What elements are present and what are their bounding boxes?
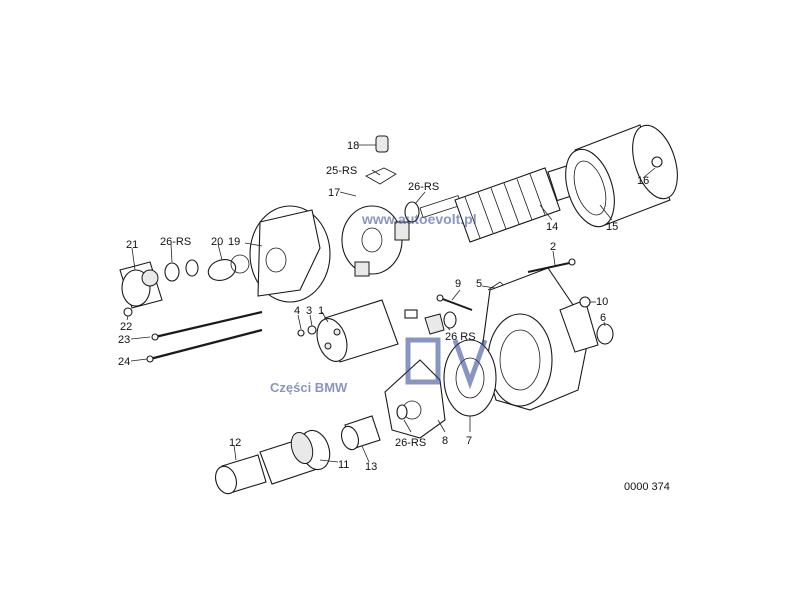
pinion-drive-11-part — [259, 429, 331, 485]
bushing-6-part — [596, 323, 614, 345]
label-16: 16 — [637, 175, 649, 187]
brush-plate-part — [341, 205, 410, 277]
label-1: 1 — [318, 305, 324, 317]
leader-lines — [126, 144, 656, 463]
bushing-12-part — [215, 454, 267, 495]
label-11: 11 — [338, 459, 349, 471]
label-6: 6 — [600, 312, 606, 324]
through-bolt-24-part — [146, 328, 263, 363]
washer-26-a-part — [404, 201, 420, 223]
label-4: 4 — [294, 305, 300, 317]
diagram-code: 0000 374 — [624, 481, 670, 493]
label-20: 20 — [211, 236, 223, 248]
label-5: 5 — [476, 278, 482, 290]
label-21: 21 — [126, 239, 138, 251]
label-26-rs-b: 26-RS — [160, 236, 191, 248]
label-22: 22 — [120, 321, 132, 333]
washer-26-d-part — [396, 404, 408, 420]
bolt-2-part — [527, 258, 576, 273]
label-8: 8 — [442, 435, 448, 447]
screw-22-part — [123, 307, 133, 317]
washer-26-b-part — [164, 259, 199, 282]
spring-25-part — [365, 167, 397, 185]
label-10: 10 — [596, 296, 608, 308]
label-14: 14 — [546, 221, 558, 233]
label-13: 13 — [365, 461, 377, 473]
label-17: 17 — [328, 187, 340, 199]
end-cover-21-part — [119, 261, 163, 309]
label-26-rs-c: 26 RS — [445, 331, 476, 343]
washer-4-part — [297, 329, 305, 337]
watermark-caption: Części BMW — [270, 380, 348, 395]
label-24: 24 — [118, 356, 130, 368]
sleeve-13-part — [340, 415, 381, 451]
pivot-bolt-9-part — [436, 294, 473, 311]
part-labels: 18 25-RS 17 26-RS 14 15 16 19 20 26-RS 2… — [118, 140, 649, 473]
label-19: 19 — [228, 236, 240, 248]
commutator-housing-part — [249, 205, 331, 303]
label-15: 15 — [606, 221, 618, 233]
label-23: 23 — [118, 334, 130, 346]
watermark-logo: www.autoevolt.pl Części BMW — [270, 211, 488, 395]
drive-housing-part — [481, 267, 599, 411]
label-12: 12 — [229, 437, 241, 449]
through-bolt-23-part — [151, 310, 263, 341]
label-25-rs: 25-RS — [326, 165, 357, 177]
nut-3-part — [307, 325, 317, 335]
label-9: 9 — [455, 278, 461, 290]
nut-10-part — [579, 296, 591, 308]
label-18: 18 — [347, 140, 359, 152]
brush-18-part — [375, 135, 389, 153]
screw-16-part — [651, 156, 663, 168]
label-7: 7 — [466, 435, 472, 447]
label-2: 2 — [550, 241, 556, 253]
washer-26-c-part — [424, 311, 457, 335]
label-3: 3 — [306, 305, 312, 317]
label-26-rs-d: 26-RS — [395, 437, 426, 449]
solenoid-part — [316, 299, 418, 363]
watermark-url: www.autoevolt.pl — [361, 211, 477, 227]
bushing-20-part — [207, 254, 250, 281]
pole-housing-part — [565, 124, 678, 228]
label-26-rs-a: 26-RS — [408, 181, 439, 193]
